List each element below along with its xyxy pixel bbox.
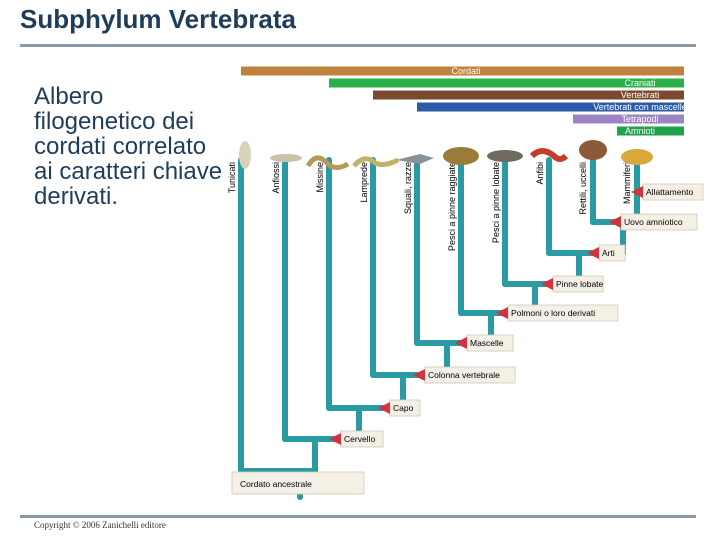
taxon-label-1: Anfiossi [271,162,281,194]
amphibian-icon [529,148,569,162]
clade-label-4: Tetrapodi [621,114,658,124]
taxon-label-4: Squali, razze [403,162,413,214]
lancelet-icon [270,154,302,162]
clade-label-1: Craniati [624,78,655,88]
shark-icon [396,154,434,164]
character-arrow-5 [455,337,467,349]
character-label-6: Colonna vertebrale [428,370,500,380]
taxon-label-3: Lamprede [359,162,369,203]
character-label-0: Allattamento [646,187,694,197]
root-label: Cordato ancestrale [240,479,312,489]
clade-label-0: Cordati [451,66,480,76]
character-arrow-6 [413,369,425,381]
character-arrow-2 [587,247,599,259]
taxon-label-2: Missine [315,162,325,193]
clade-bar-4 [573,114,684,124]
taxon-label-5: Pesci a pinne raggiate [447,162,457,251]
lamprey-icon [352,156,400,168]
character-arrow-1 [609,216,621,228]
character-arrow-7 [378,402,390,414]
clade-label-2: Vertebrati [621,90,660,100]
character-label-2: Arti [602,248,615,258]
tunicate-icon [239,141,251,169]
taxon-label-6: Pesci a pinne lobate [491,162,501,243]
slide-title: Subphylum Vertebrata [20,4,296,34]
character-label-4: Polmoni o loro derivati [511,308,595,318]
mammal-icon [621,149,653,165]
copyright-note: Copyright © 2006 Zanichelli editore [34,520,166,530]
taxon-label-0: Tunicati [227,162,237,193]
character-arrow-3 [541,278,553,290]
character-label-7: Capo [393,403,414,413]
title-divider [20,44,696,47]
character-label-3: Pinne lobate [556,279,604,289]
lobe-finned-fish-icon [487,150,523,162]
character-arrow-8 [329,433,341,445]
slide-description: Albero filogenetico dei cordati correlat… [34,83,223,210]
taxon-label-7: Anfibi [535,162,545,185]
footer-divider [20,515,696,518]
ray-finned-fish-icon [443,147,479,165]
clade-label-3: Vertebrati con mascelle [593,102,687,112]
clade-bar-1 [329,78,684,88]
character-label-5: Mascelle [470,338,504,348]
character-arrow-4 [496,307,508,319]
root-box [231,471,365,495]
character-label-8: Cervello [344,434,375,444]
clade-bar-0 [241,66,684,76]
clade-bar-3 [417,102,684,112]
clade-bar-2 [373,90,684,100]
taxon-label-8: Rettili, uccelli [578,162,588,215]
reptile-bird-icon [579,140,607,160]
clade-label-5: Amnioti [625,126,655,136]
character-arrow-0 [631,186,643,198]
hagfish-icon [305,155,350,170]
character-label-1: Uovo amniotico [624,217,683,227]
taxon-label-9: Mammiferi [622,162,632,204]
clade-bar-5 [617,126,684,136]
